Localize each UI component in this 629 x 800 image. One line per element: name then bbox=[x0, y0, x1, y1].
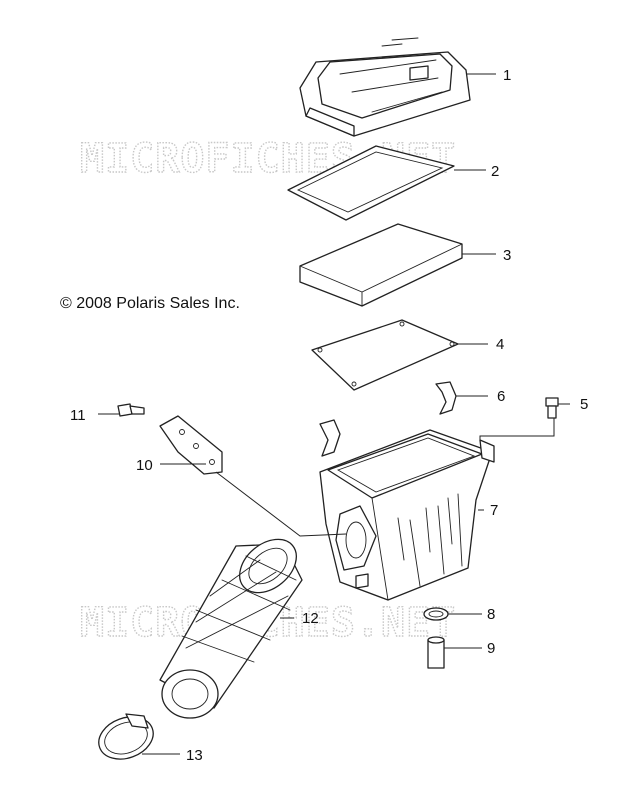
part-13-clamp bbox=[98, 713, 154, 760]
part-8-small-clamp bbox=[423, 607, 449, 621]
callout-9: 9 bbox=[487, 640, 495, 657]
part-12-duct bbox=[159, 538, 303, 719]
part-4-screen bbox=[311, 319, 459, 391]
copyright-notice: © 2008 Polaris Sales Inc. bbox=[60, 295, 240, 312]
part-10-bracket bbox=[159, 415, 223, 475]
part-1-cover bbox=[299, 37, 471, 137]
part-5-bolt bbox=[545, 397, 559, 419]
callout-12: 12 bbox=[302, 610, 319, 627]
callout-7: 7 bbox=[490, 502, 498, 519]
callout-1: 1 bbox=[503, 67, 511, 84]
part-11-bolt bbox=[117, 403, 145, 417]
callout-2: 2 bbox=[491, 163, 499, 180]
part-6-clips bbox=[319, 381, 457, 457]
part-2-filter-frame bbox=[287, 145, 455, 221]
callout-6: 6 bbox=[497, 388, 505, 405]
part-7-housing bbox=[319, 429, 495, 601]
callout-13: 13 bbox=[186, 747, 203, 764]
callout-5: 5 bbox=[580, 396, 588, 413]
callout-4: 4 bbox=[496, 336, 504, 353]
callout-3: 3 bbox=[503, 247, 511, 264]
part-3-filter-element bbox=[299, 223, 463, 307]
leader-lines bbox=[98, 73, 570, 755]
callout-10: 10 bbox=[136, 457, 153, 474]
part-9-sleeve bbox=[427, 636, 445, 669]
callout-11: 11 bbox=[70, 407, 86, 424]
callout-8: 8 bbox=[487, 606, 495, 623]
